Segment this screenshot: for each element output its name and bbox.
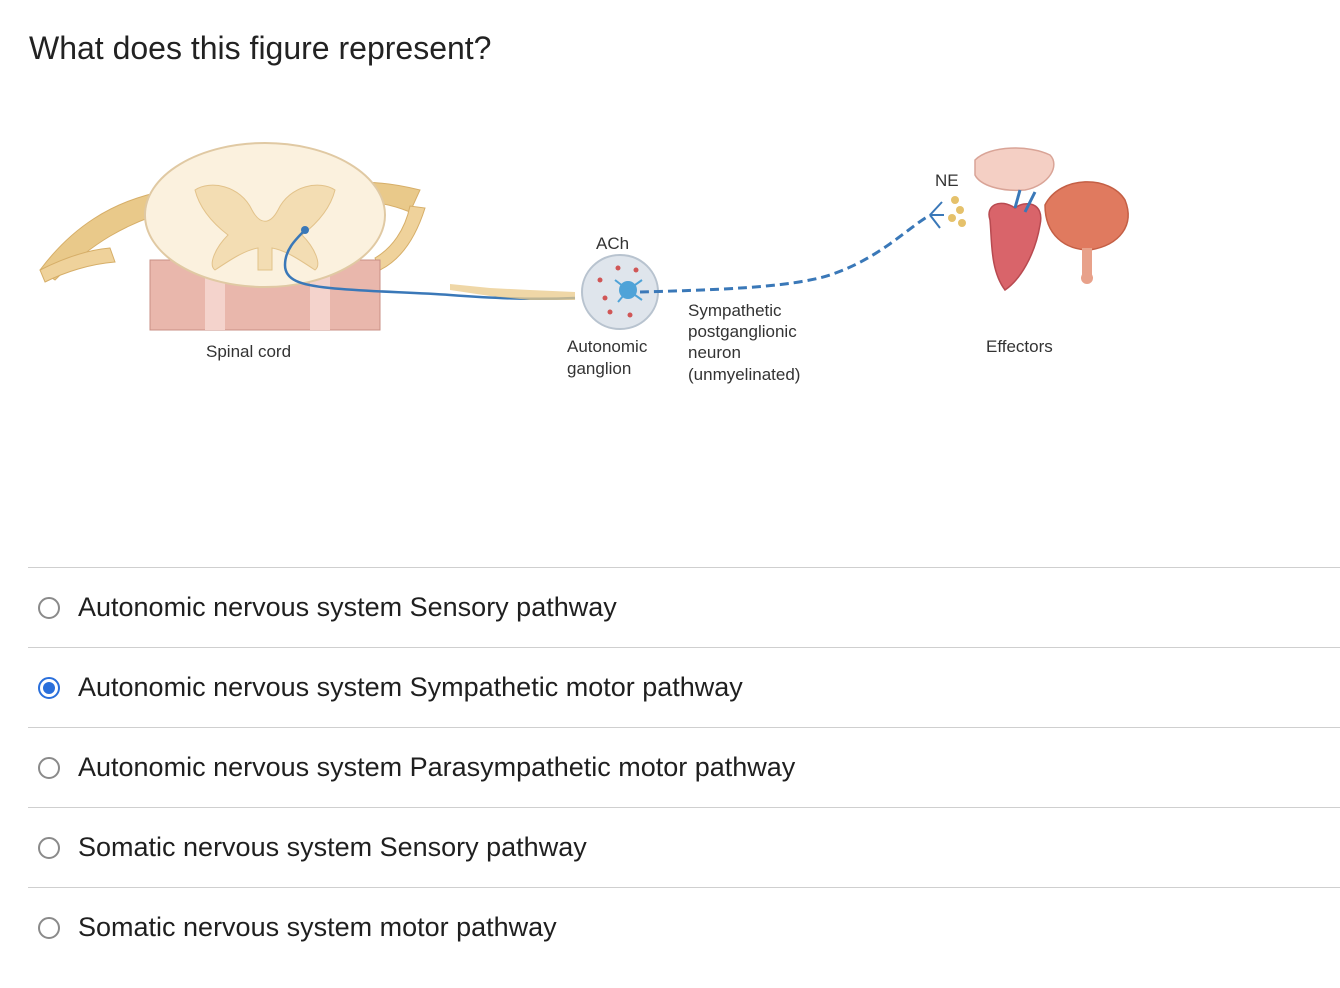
postganglionic-neuron bbox=[639, 196, 966, 294]
answer-option[interactable]: Somatic nervous system Sensory pathway bbox=[28, 807, 1340, 887]
answer-option-label: Autonomic nervous system Sensory pathway bbox=[78, 591, 617, 622]
answer-option[interactable]: Autonomic nervous system Sympathetic mot… bbox=[28, 647, 1340, 727]
answer-option[interactable]: Somatic nervous system motor pathway bbox=[28, 887, 1340, 967]
answer-option[interactable]: Autonomic nervous system Parasympathetic… bbox=[28, 727, 1340, 807]
label-ganglion-line1: Autonomic bbox=[567, 337, 648, 356]
radio-button[interactable] bbox=[38, 916, 60, 939]
figure-illustration: Spinal cord ACh Autonomic ganglion Sympa… bbox=[39, 142, 1129, 384]
answer-option[interactable]: Autonomic nervous system Sensory pathway bbox=[28, 567, 1340, 647]
question-text: What does this figure represent? bbox=[29, 30, 492, 66]
answer-option-label: Somatic nervous system motor pathway bbox=[78, 911, 557, 942]
sympathetic-pathway-figure: Spinal cord ACh Autonomic ganglion Sympa… bbox=[30, 130, 1160, 430]
label-spinal-cord: Spinal cord bbox=[206, 342, 291, 361]
label-ne: NE bbox=[935, 171, 959, 190]
spinal-cord bbox=[144, 142, 386, 331]
label-ach: ACh bbox=[596, 234, 629, 253]
label-ganglion-line2: ganglion bbox=[567, 359, 631, 378]
radio-button-selected[interactable] bbox=[38, 676, 60, 699]
answer-option-label: Autonomic nervous system Sympathetic mot… bbox=[78, 671, 743, 702]
effector-organs bbox=[974, 147, 1129, 292]
radio-button[interactable] bbox=[38, 836, 60, 859]
radio-button[interactable] bbox=[38, 756, 60, 779]
preganglionic-neuron bbox=[283, 226, 576, 301]
answer-option-label: Somatic nervous system Sensory pathway bbox=[78, 831, 587, 862]
label-neuron-line1: Sympathetic bbox=[688, 301, 782, 320]
answer-options: Autonomic nervous system Sensory pathway… bbox=[28, 567, 1340, 967]
label-neuron-line3: neuron bbox=[688, 343, 741, 362]
radio-button[interactable] bbox=[38, 596, 60, 619]
label-neuron-line2: postganglionic bbox=[688, 322, 797, 341]
answer-option-label: Autonomic nervous system Parasympathetic… bbox=[78, 751, 796, 782]
label-effectors: Effectors bbox=[986, 337, 1053, 356]
label-neuron-line4: (unmyelinated) bbox=[688, 365, 800, 384]
